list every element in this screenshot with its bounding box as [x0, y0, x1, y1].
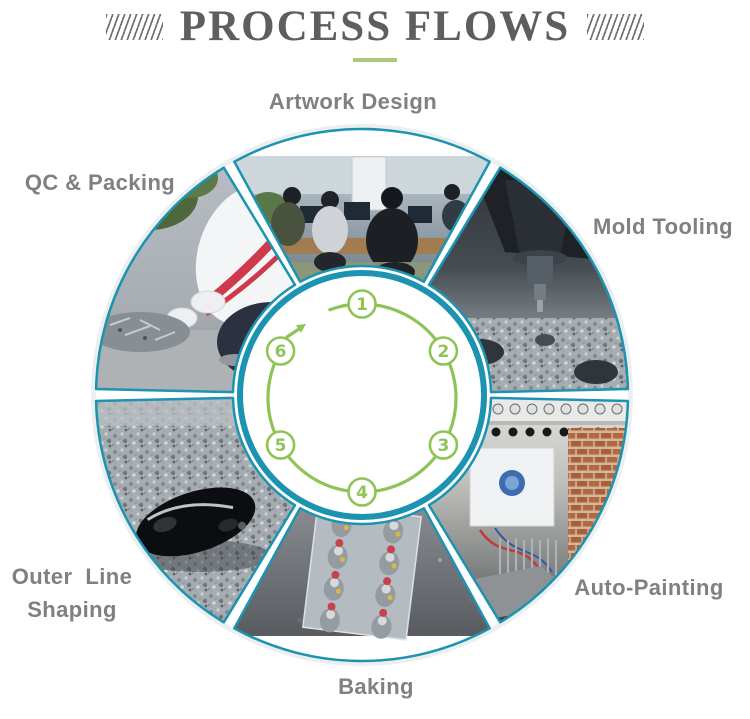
page-header: PROCESS FLOWS: [0, 4, 750, 49]
page-title: PROCESS FLOWS: [179, 3, 571, 50]
label-baking: Baking: [338, 674, 414, 699]
title-hatch-left-icon: [105, 13, 163, 40]
step-number-2: 2: [437, 342, 449, 362]
step-marker-3: 3: [428, 430, 459, 460]
title-underline: [353, 58, 397, 62]
step-marker-5: 5: [265, 430, 296, 460]
step-number-5: 5: [275, 436, 287, 456]
step-marker-2: 2: [428, 336, 459, 366]
green-cycle-arrow-icon: [296, 324, 306, 333]
step-number-3: 3: [437, 436, 449, 456]
wedge-borders: [94, 127, 630, 663]
center-hub-circle: [237, 270, 487, 520]
label-outer-line-shaping-line2: Shaping: [27, 597, 117, 622]
label-qc-packing: QC & Packing: [24, 170, 176, 195]
title-hatch-right-icon: [587, 13, 645, 40]
step-marker-6: 6: [265, 336, 296, 366]
step-number-4: 4: [356, 483, 368, 503]
step-marker-1: 1: [347, 289, 377, 319]
label-mold-tooling: Mold Tooling: [592, 214, 733, 239]
label-outer-line-shaping-line1: Outer Line: [11, 564, 133, 589]
step-number-1: 1: [356, 295, 368, 315]
label-artwork-design: Artwork Design: [268, 89, 438, 114]
label-auto-painting: Auto-Painting: [574, 575, 724, 600]
step-marker-4: 4: [347, 477, 377, 507]
green-cycle-arc: [266, 302, 458, 494]
green-cycle-arrow-shaft: [285, 327, 301, 339]
label-outer-line-shaping: Outer Line Shaping: [2, 560, 142, 626]
step-number-6: 6: [275, 342, 287, 362]
green-cycle: 1 2 3 4 5 6: [265, 289, 459, 507]
outer-halo-ring: [91, 124, 633, 666]
